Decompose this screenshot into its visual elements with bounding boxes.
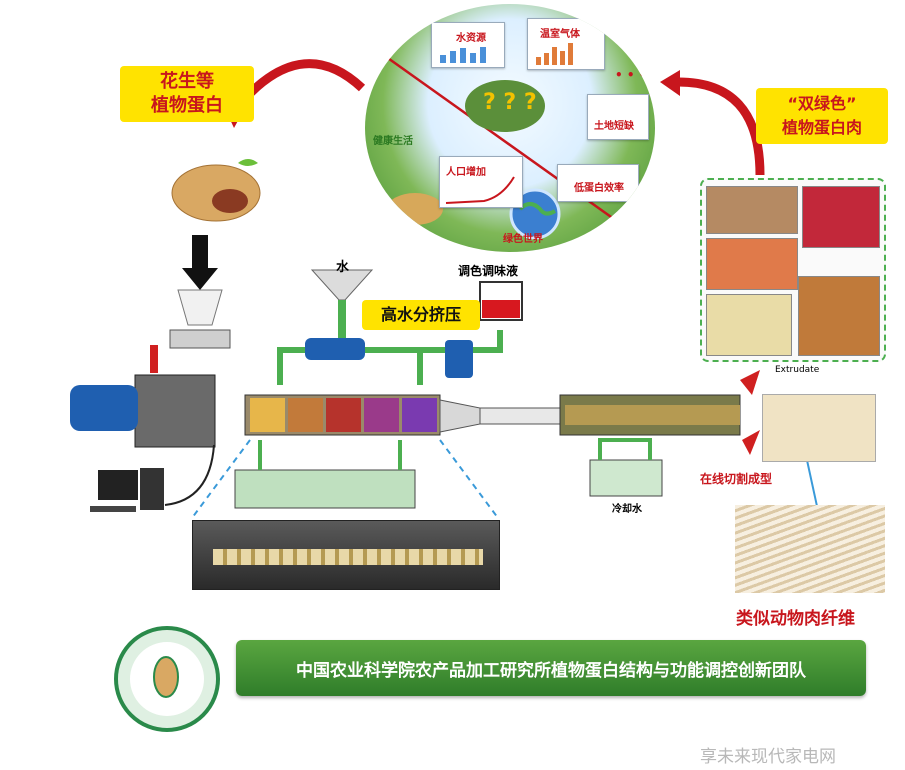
- computer-monitor: [98, 470, 138, 500]
- ellipsis-dots: • • •: [615, 68, 647, 82]
- pump-2: [445, 340, 473, 378]
- circle-decoration: [384, 54, 636, 240]
- issue-circle: 水资源 温室气体 • • • ? ? ? 土地短缺 健康生活 人口增加 低蛋白效…: [365, 4, 655, 252]
- keyboard: [90, 506, 136, 512]
- extrudate-sheet: [762, 394, 876, 462]
- leaf-icon: [238, 159, 258, 166]
- land-shortage-card: 土地短缺: [587, 94, 649, 140]
- die-cone: [439, 399, 481, 433]
- arrow-to-peanut: [231, 59, 366, 113]
- low-efficiency-card: 低蛋白效率: [557, 164, 639, 202]
- population-label: 人口增加: [446, 167, 486, 178]
- peanut-image: [168, 155, 264, 227]
- computer-tower: [140, 468, 164, 510]
- extrudate-label: Extrudate: [775, 365, 820, 375]
- healthy-life-label: 健康生活: [373, 136, 413, 147]
- greenhouse-gas-label: 温室气体: [540, 29, 580, 40]
- double-green-label: “双绿色” 植物蛋白肉: [756, 88, 888, 144]
- barrel-water-tank: [234, 469, 416, 509]
- seasoning-label: 调色调味液: [458, 264, 519, 278]
- product-photo-sausage: [706, 238, 798, 290]
- peanut-protein-label: 花生等 植物蛋白: [120, 66, 254, 122]
- population-card: 人口增加: [439, 156, 523, 208]
- online-cutting-label: 在线切割成型: [700, 472, 773, 486]
- water-label: 水: [336, 260, 350, 275]
- question-marks: ? ? ?: [483, 90, 537, 115]
- arrow-from-meat: [674, 77, 765, 176]
- pipe-water: [277, 347, 460, 385]
- pump-1: [305, 338, 365, 360]
- high-moisture-label: 高水分挤压: [362, 300, 480, 330]
- down-arrow: [182, 268, 218, 290]
- gearbox: [134, 374, 216, 448]
- cooling-tank: [589, 459, 663, 497]
- motor: [70, 385, 138, 431]
- peanut-logo-icon: [153, 656, 179, 698]
- greenhouse-gas-card: 温室气体: [527, 18, 605, 70]
- peanut-pile: [387, 193, 443, 225]
- team-logo: [114, 626, 220, 732]
- watermark: 享未来现代家电网: [700, 747, 836, 767]
- product-photo-jerky: [798, 276, 880, 356]
- screw-photo: [192, 520, 500, 590]
- product-photo-strips: [706, 186, 798, 234]
- cutter: [740, 370, 760, 395]
- meat-products-panel: [700, 178, 886, 362]
- cattle-scene: [465, 80, 545, 132]
- water-resources-label: 水资源: [456, 33, 486, 44]
- low-efficiency-label: 低蛋白效率: [574, 183, 624, 194]
- earth-icon: [509, 188, 561, 240]
- feed-hopper: [177, 289, 223, 326]
- water-resources-card: 水资源: [431, 22, 505, 68]
- product-photo-cubes: [802, 186, 880, 248]
- team-banner: 中国农业科学院农产品加工研究所植物蛋白结构与功能调控创新团队: [236, 640, 866, 696]
- diagonal-divider: [384, 54, 636, 236]
- cooling-water-label: 冷却水: [612, 504, 642, 515]
- land-shortage-label: 土地短缺: [594, 121, 634, 132]
- product-photo-slices: [706, 294, 792, 356]
- fiber-label: 类似动物肉纤维: [736, 609, 855, 629]
- signal-light: [150, 345, 158, 373]
- green-world-label: 绿色世界: [503, 234, 543, 245]
- fiber-photo: [735, 505, 885, 593]
